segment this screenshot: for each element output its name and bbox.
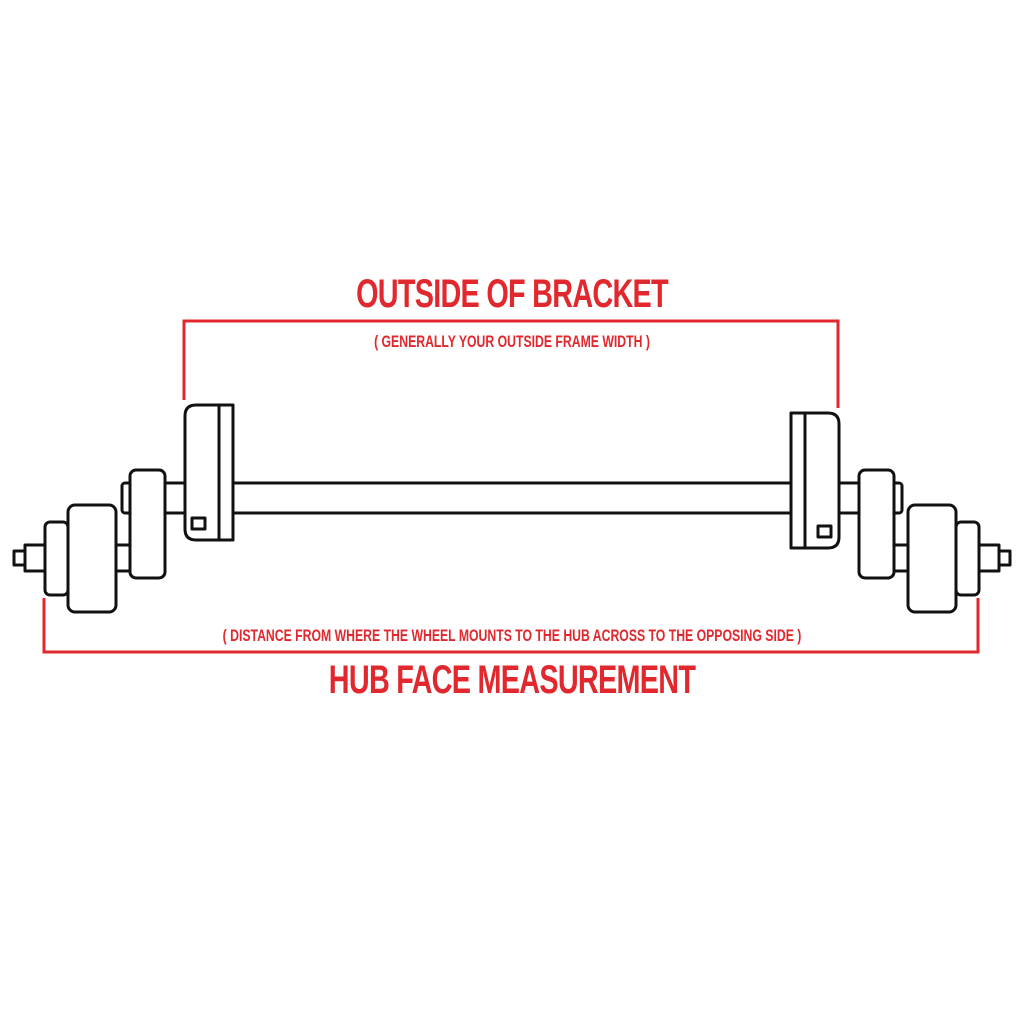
left-spring-bracket (183, 403, 235, 542)
outside-of-bracket-dimension-line (182, 319, 840, 408)
left-hub-assembly (12, 468, 167, 614)
axle-tube (158, 481, 862, 515)
outside-of-bracket-subtitle: ( GENERALLY YOUR OUTSIDE FRAME WIDTH ) (374, 332, 650, 351)
hub-face-dimension-line (42, 598, 980, 654)
hub-face-subtitle: ( DISTANCE FROM WHERE THE WHEEL MOUNTS T… (222, 626, 802, 645)
right-hub-assembly (857, 468, 1012, 614)
right-spring-bracket (789, 411, 841, 550)
hub-face-title: HUB FACE MEASUREMENT (328, 658, 696, 702)
outside-of-bracket-title: OUTSIDE OF BRACKET (356, 272, 669, 316)
